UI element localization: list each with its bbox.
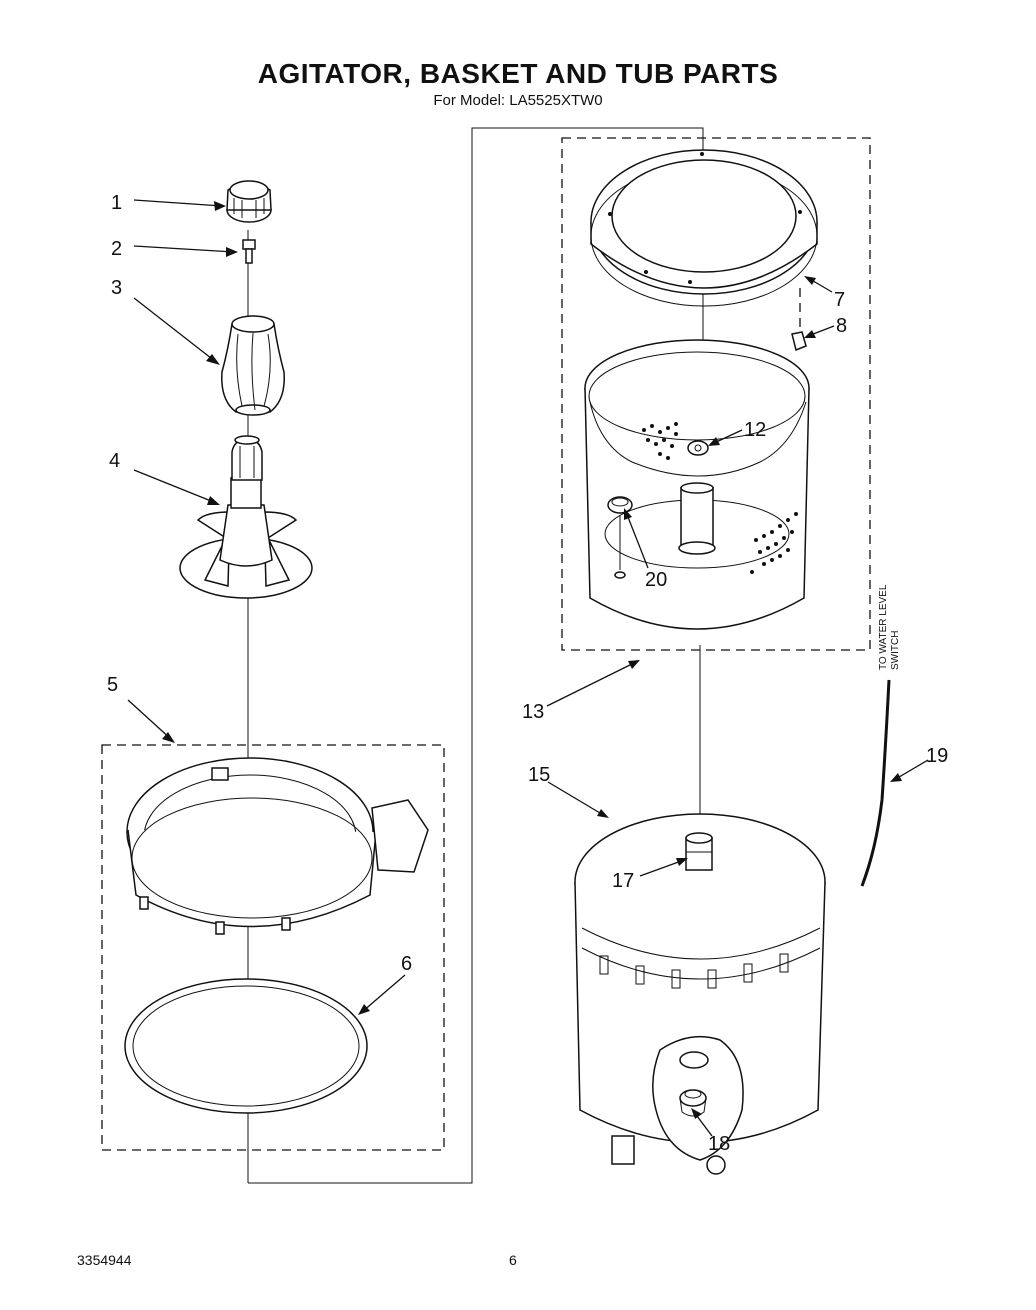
callout-4: 4 xyxy=(109,450,120,472)
part-15-tub xyxy=(574,813,826,1175)
basket-holes-left xyxy=(642,422,678,460)
note-line-2: SWITCH xyxy=(890,631,901,670)
part-17-hub xyxy=(685,832,713,871)
part-7-basket-ring xyxy=(590,149,818,307)
part-4-agitator-base xyxy=(179,435,313,599)
part-6-seal-ring xyxy=(124,978,368,1114)
callout-7: 7 xyxy=(834,289,845,311)
model-label: For Model: LA5525XTW0 xyxy=(433,92,603,109)
part-18-seal xyxy=(679,1089,707,1117)
callout-6: 6 xyxy=(401,953,412,975)
part-13-basket xyxy=(584,339,810,630)
leader-lines xyxy=(127,199,929,1137)
water-level-switch-note: TO WATER LEVEL SWITCH xyxy=(878,584,901,670)
document-number: 3354944 xyxy=(77,1252,132,1268)
callout-labels: 1 2 3 4 5 6 7 8 12 13 15 17 18 19 20 xyxy=(107,192,948,1155)
callout-17: 17 xyxy=(612,870,634,892)
callout-8: 8 xyxy=(836,315,847,337)
page-title: AGITATOR, BASKET AND TUB PARTS xyxy=(257,58,779,89)
part-3-agitator-barrel xyxy=(221,315,285,416)
part-1-agitator-cap xyxy=(226,180,272,223)
part-20-plug xyxy=(607,496,633,579)
assembly-box-13 xyxy=(561,137,871,651)
page-number: 6 xyxy=(509,1252,517,1268)
callout-2: 2 xyxy=(111,238,122,260)
basket-holes-right xyxy=(750,512,798,574)
part-8-clip xyxy=(791,331,807,352)
callout-5: 5 xyxy=(107,674,118,696)
callout-1: 1 xyxy=(111,192,122,214)
callout-13: 13 xyxy=(522,701,544,723)
callout-18: 18 xyxy=(708,1133,730,1155)
callout-19: 19 xyxy=(926,745,948,767)
note-line-1: TO WATER LEVEL xyxy=(878,584,889,670)
callout-15: 15 xyxy=(528,764,550,786)
part-5-balance-ring xyxy=(126,757,429,935)
assembly-box-5 xyxy=(101,744,445,1151)
callout-12: 12 xyxy=(744,419,766,441)
part-19-hose xyxy=(860,679,891,887)
callout-3: 3 xyxy=(111,277,122,299)
part-2-screw xyxy=(242,239,256,264)
tub-vents xyxy=(599,953,789,989)
part-12-nut xyxy=(687,440,709,456)
callout-20: 20 xyxy=(645,569,667,591)
